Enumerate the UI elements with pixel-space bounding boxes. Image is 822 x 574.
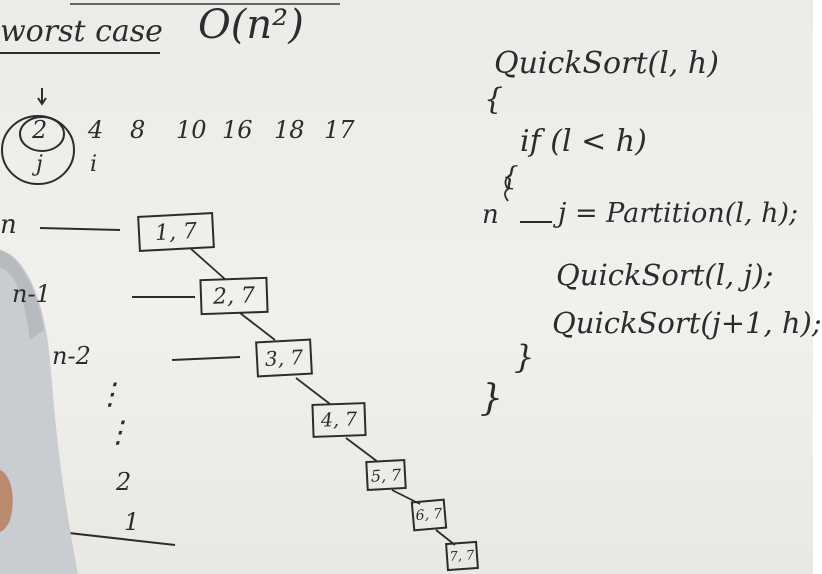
pointer-j: j: [36, 152, 43, 177]
array-value: 4: [88, 116, 104, 144]
array-value: 8: [130, 116, 146, 144]
tree-node: 1, 7: [137, 212, 215, 252]
level-ellipsis: ⋮: [103, 415, 133, 450]
tree-node: 4, 7: [311, 402, 367, 438]
tree-node: 7, 7: [445, 540, 479, 572]
code-line-quicksort-left: QuickSort(l, j);: [556, 258, 774, 292]
tree-node: 2, 7: [199, 276, 269, 316]
array-value: 17: [324, 116, 355, 144]
level-cost: n: [0, 210, 17, 240]
tree-node: 3, 7: [255, 338, 313, 378]
code-close-brace-inner: }: [514, 338, 535, 376]
pointer-i: i: [90, 152, 98, 177]
code-close-brace: }: [480, 378, 503, 419]
array-value: 2: [32, 116, 48, 144]
partition-cost: n: [482, 200, 499, 230]
level-cost: n-2: [52, 342, 91, 370]
heading-complexity: O(n²): [198, 2, 304, 48]
array-value: 18: [274, 116, 305, 144]
level-ellipsis: ⋮: [95, 377, 125, 412]
level-cost: 2: [116, 468, 132, 496]
code-line-quicksort-right: QuickSort(j+1, h);: [552, 306, 822, 340]
code-line-partition: j = Partition(l, h);: [558, 198, 799, 229]
level-cost: 1: [124, 508, 140, 536]
code-open-brace-inner: {: [502, 162, 519, 192]
array-value: 10: [176, 116, 207, 144]
code-line-signature: QuickSort(l, h): [494, 46, 719, 81]
level-cost: n-1: [12, 280, 51, 308]
tree-node: 5, 7: [365, 458, 407, 492]
code-open-brace: {: [484, 82, 504, 117]
heading-worst-case: worst case: [0, 14, 163, 49]
code-line-if: if (l < h): [520, 124, 647, 159]
array-value: 16: [222, 116, 253, 144]
tree-node: 6, 7: [410, 498, 448, 532]
